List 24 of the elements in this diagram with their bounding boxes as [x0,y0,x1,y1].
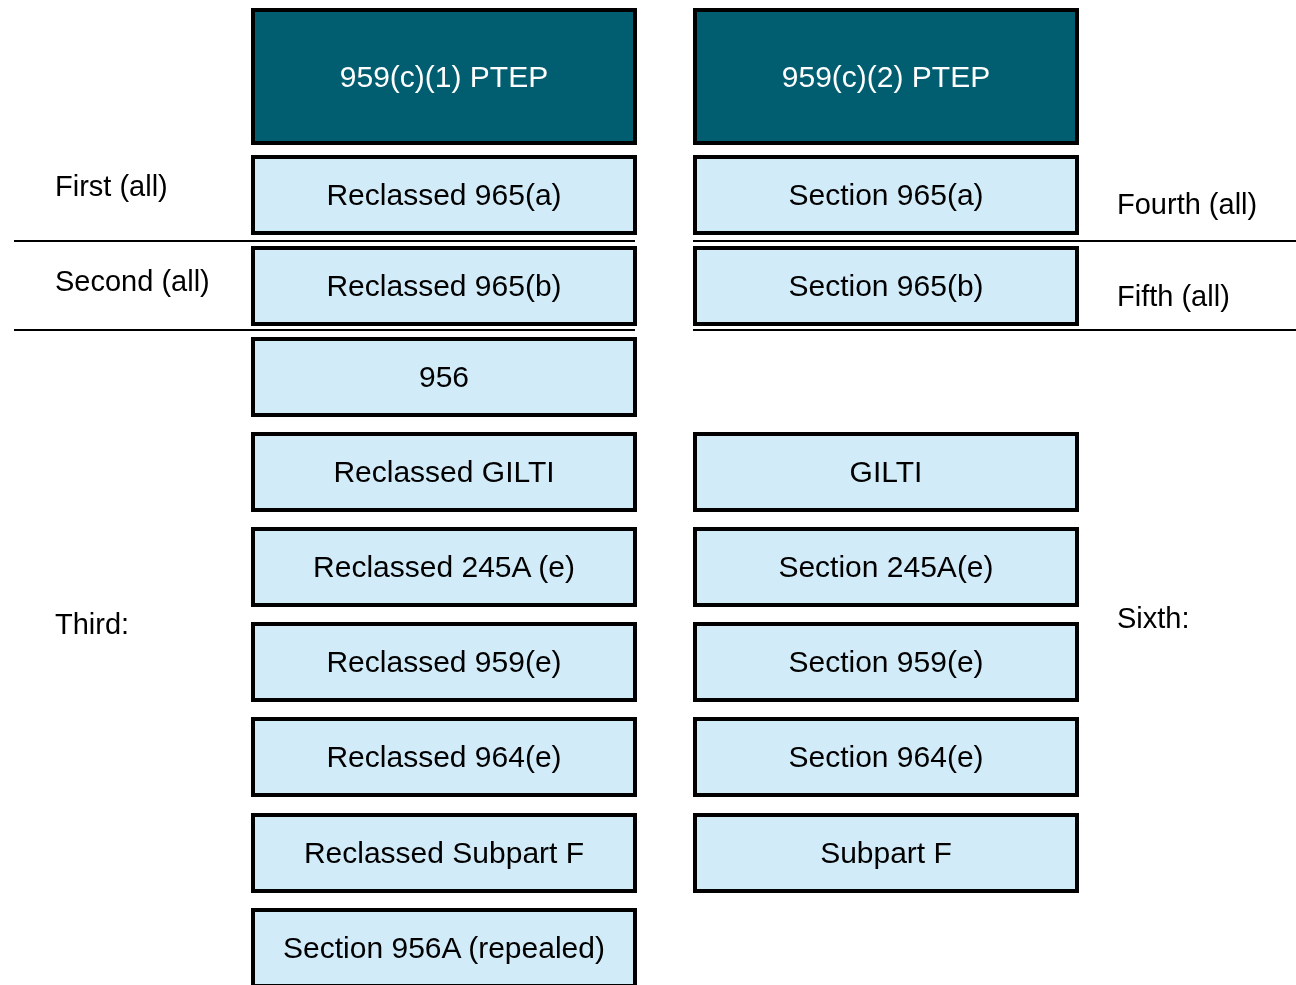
category-box: GILTI [693,432,1079,512]
ordering-label: Fourth (all) [1117,188,1258,221]
category-box: Section 956A (repealed) [251,908,637,985]
category-box: Reclassed 965(a) [251,155,637,235]
category-box: Section 959(e) [693,622,1079,702]
category-box: Reclassed Subpart F [251,813,637,893]
category-box: Section 964(e) [693,717,1079,797]
ordering-label: Third: [55,608,130,641]
ordering-label: Sixth: [1117,602,1190,635]
header-box: 959(c)(2) PTEP [693,8,1079,145]
ordering-label: First (all) [55,170,168,203]
header-box: 959(c)(1) PTEP [251,8,637,145]
category-box: Section 245A(e) [693,527,1079,607]
category-box: Section 965(a) [693,155,1079,235]
category-box: Section 965(b) [693,246,1079,326]
category-box: Reclassed GILTI [251,432,637,512]
ordering-label: Second (all) [55,265,210,298]
category-box: Reclassed 965(b) [251,246,637,326]
category-box: Subpart F [693,813,1079,893]
category-box: Reclassed 964(e) [251,717,637,797]
category-box: 956 [251,337,637,417]
ordering-label: Fifth (all) [1117,280,1230,313]
category-box: Reclassed 959(e) [251,622,637,702]
category-box: Reclassed 245A (e) [251,527,637,607]
